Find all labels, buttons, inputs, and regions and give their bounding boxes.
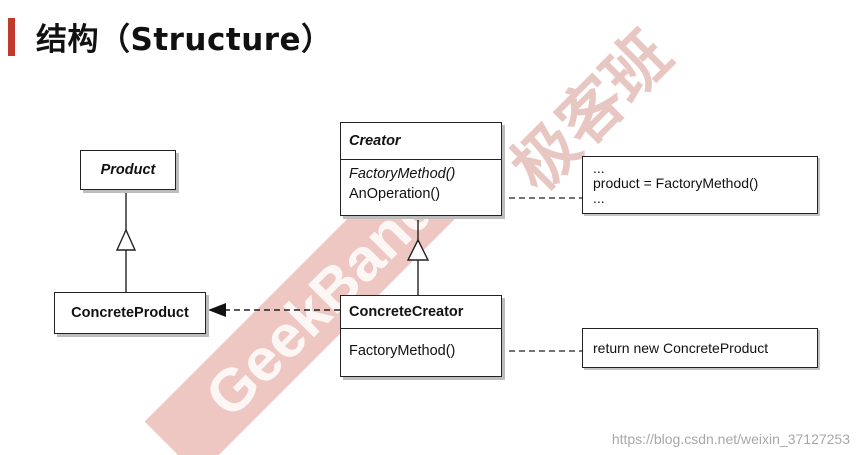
concrete-product-name: ConcreteProduct [71,305,189,321]
creator-divider [341,159,501,160]
note1-line-1: ... [593,160,605,176]
concrete-creator-name: ConcreteCreator [349,304,464,320]
concrete-creator-divider [341,328,501,329]
creator-inheritance-arrow [406,238,430,261]
concrete-product-class: ConcreteProduct [54,292,206,334]
title-accent-bar [8,18,15,56]
product-name: Product [100,162,156,178]
creator-op-an-operation: AnOperation() [349,186,441,202]
concrete-creator-op-factory-method: FactoryMethod() [349,343,456,359]
product-class: Product [80,150,176,190]
dependency-arrow [208,303,226,317]
source-url: https://blog.csdn.net/weixin_37127253 [611,431,850,447]
note2-text: return new ConcreteProduct [593,340,769,356]
creator-op-factory-method: FactoryMethod() [349,166,456,182]
creator-class: Creator FactoryMethod() AnOperation() [340,122,502,216]
note1-line-3: ... [593,190,605,206]
creator-name: Creator [349,133,401,149]
note-factory-method: return new ConcreteProduct [582,328,818,368]
note1-line-2: product = FactoryMethod() [593,175,759,191]
note-an-operation: ... product = FactoryMethod() ... [582,156,818,214]
page-title: 结构（Structure） [36,22,333,58]
product-inheritance-arrow [115,228,137,251]
concrete-creator-class: ConcreteCreator FactoryMethod() [340,295,502,377]
